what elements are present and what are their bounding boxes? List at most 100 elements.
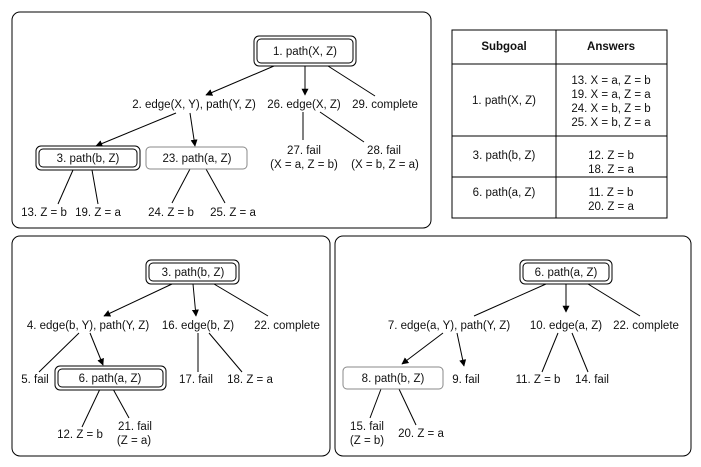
node-13-label: 13. Z = b xyxy=(21,207,67,219)
node-label: 8. path(b, Z) xyxy=(362,373,425,385)
node-frame-inner xyxy=(57,368,164,388)
edge-line xyxy=(327,65,376,97)
node-26-label: 26. edge(X, Z) xyxy=(267,99,341,111)
node-frame xyxy=(342,366,444,390)
node-10-label: 10. edge(a, Z) xyxy=(530,320,602,332)
edge-line xyxy=(541,332,559,373)
table-frame xyxy=(451,29,668,219)
table-header-answers: Answers xyxy=(587,41,635,53)
node-8: 8. path(b, Z) xyxy=(342,366,444,390)
table-cell-answer: 12. Z = b xyxy=(588,150,634,162)
node-root: 3. path(b, Z) xyxy=(145,259,240,285)
edge-arrow xyxy=(205,65,275,96)
edge-line xyxy=(473,283,547,317)
node-28-label-2: (X = b, Z = a) xyxy=(351,159,419,171)
answer-table: Subgoal Answers 1. path(X, Z) 13. X = a,… xyxy=(451,29,668,219)
table-cell-answer: 25. X = b, Z = a xyxy=(571,117,651,129)
node-16-label: 16. edge(b, Z) xyxy=(162,320,234,332)
node-15-label-2: (Z = b) xyxy=(350,435,384,447)
table-cell-subgoal: 6. path(a, Z) xyxy=(473,187,536,199)
panel-frame xyxy=(11,235,331,457)
node-11-label: 11. Z = b xyxy=(516,374,561,386)
node-9-label: 9. fail xyxy=(452,374,480,386)
edge-line xyxy=(205,168,226,204)
panel-frame xyxy=(334,235,692,457)
node-2-label: 2. edge(X, Y), path(Y, Z) xyxy=(132,99,256,111)
edge-arrow xyxy=(456,332,467,367)
node-22-label: 22. complete xyxy=(254,320,320,332)
table-header-subgoal: Subgoal xyxy=(481,41,526,53)
node-27-label-1: 27. fail xyxy=(287,145,321,157)
node-17-label: 17. fail xyxy=(179,374,213,386)
node-12-label: 12. Z = b xyxy=(57,429,103,441)
node-frame-inner xyxy=(148,262,237,282)
edge-line xyxy=(587,283,641,317)
edge-arrow xyxy=(189,112,198,147)
node-root: 1. path(X, Z) xyxy=(253,35,357,67)
node-14-label: 14. fail xyxy=(575,374,609,386)
panel-path-b-z: 3. path(b, Z) 4. edge(b, Y), path(Y, Z) … xyxy=(11,235,331,457)
edge-line xyxy=(81,388,101,428)
edge-line xyxy=(398,388,417,426)
node-23: 23. path(a, Z) xyxy=(145,146,248,170)
node-29-label: 29. complete xyxy=(352,99,418,111)
node-3: 3. path(b, Z) xyxy=(35,145,141,171)
node-21-label-1: 21. fail xyxy=(118,421,152,433)
node-label: 6. path(a, Z) xyxy=(79,373,142,385)
table-cell-answer: 18. Z = a xyxy=(588,164,634,176)
edge-line xyxy=(369,388,382,419)
node-24-label: 24. Z = b xyxy=(148,207,194,219)
node-label: 6. path(a, Z) xyxy=(535,267,598,279)
edge-line xyxy=(571,332,589,373)
node-22-label: 22. complete xyxy=(613,320,679,332)
node-label: 3. path(b, Z) xyxy=(57,153,120,165)
table-cell-answer: 11. Z = b xyxy=(589,187,634,199)
node-25-label: 25. Z = a xyxy=(210,207,256,219)
edge-line xyxy=(38,332,80,373)
edge-arrow xyxy=(401,332,444,365)
edge-arrow xyxy=(103,283,173,317)
node-frame-inner xyxy=(522,262,610,282)
edge-line xyxy=(208,332,243,373)
table-cell-answer: 19. X = a, Z = a xyxy=(571,89,651,101)
table-row: 6. path(a, Z) 11. Z = b 20. Z = a xyxy=(473,187,635,213)
edge-arrow xyxy=(95,112,177,147)
table-row: 1. path(X, Z) 13. X = a, Z = b 19. X = a… xyxy=(472,75,651,129)
edge-line xyxy=(112,388,130,419)
table-cell-answer: 24. X = b, Z = b xyxy=(571,103,650,115)
node-15-label-1: 15. fail xyxy=(350,421,384,433)
edge-line xyxy=(171,168,191,204)
edge-line xyxy=(319,111,365,143)
node-19-label: 19. Z = a xyxy=(75,207,121,219)
node-frame-inner xyxy=(38,148,138,168)
panel-frame xyxy=(11,11,432,229)
node-7-label: 7. edge(a, Y), path(Y, Z) xyxy=(388,320,510,332)
node-root: 6. path(a, Z) xyxy=(519,259,613,285)
node-label: 23. path(a, Z) xyxy=(162,153,231,165)
edge-arrow xyxy=(191,283,199,317)
panel-path-a-z: 6. path(a, Z) 7. edge(a, Y), path(Y, Z) … xyxy=(334,235,692,457)
table-cell-answer: 13. X = a, Z = b xyxy=(571,75,650,87)
node-21-label-2: (Z = a) xyxy=(117,435,151,447)
node-frame-inner xyxy=(256,38,354,64)
node-5-label: 5. fail xyxy=(21,374,49,386)
node-frame xyxy=(145,146,248,170)
node-4-label: 4. edge(b, Y), path(Y, Z) xyxy=(27,320,149,332)
node-18-label: 18. Z = a xyxy=(227,374,273,386)
node-6: 6. path(a, Z) xyxy=(54,365,167,391)
edge-line xyxy=(213,283,269,317)
edge-arrow xyxy=(89,332,104,366)
node-27-label-2: (X = a, Z = b) xyxy=(270,159,338,171)
table-cell-subgoal: 3. path(b, Z) xyxy=(473,150,536,162)
edge-line xyxy=(57,169,74,205)
edge-line xyxy=(91,169,99,205)
table-cell-subgoal: 1. path(X, Z) xyxy=(472,95,536,107)
table-row: 3. path(b, Z) 12. Z = b 18. Z = a xyxy=(473,150,635,176)
node-label: 1. path(X, Z) xyxy=(273,46,337,58)
table-cell-answer: 20. Z = a xyxy=(588,201,634,213)
node-28-label-1: 28. fail xyxy=(367,145,401,157)
node-label: 3. path(b, Z) xyxy=(162,267,225,279)
node-20-label: 20. Z = a xyxy=(398,428,444,440)
panel-path-x-z: 1. path(X, Z) 2. edge(X, Y), path(Y, Z) … xyxy=(11,11,432,229)
